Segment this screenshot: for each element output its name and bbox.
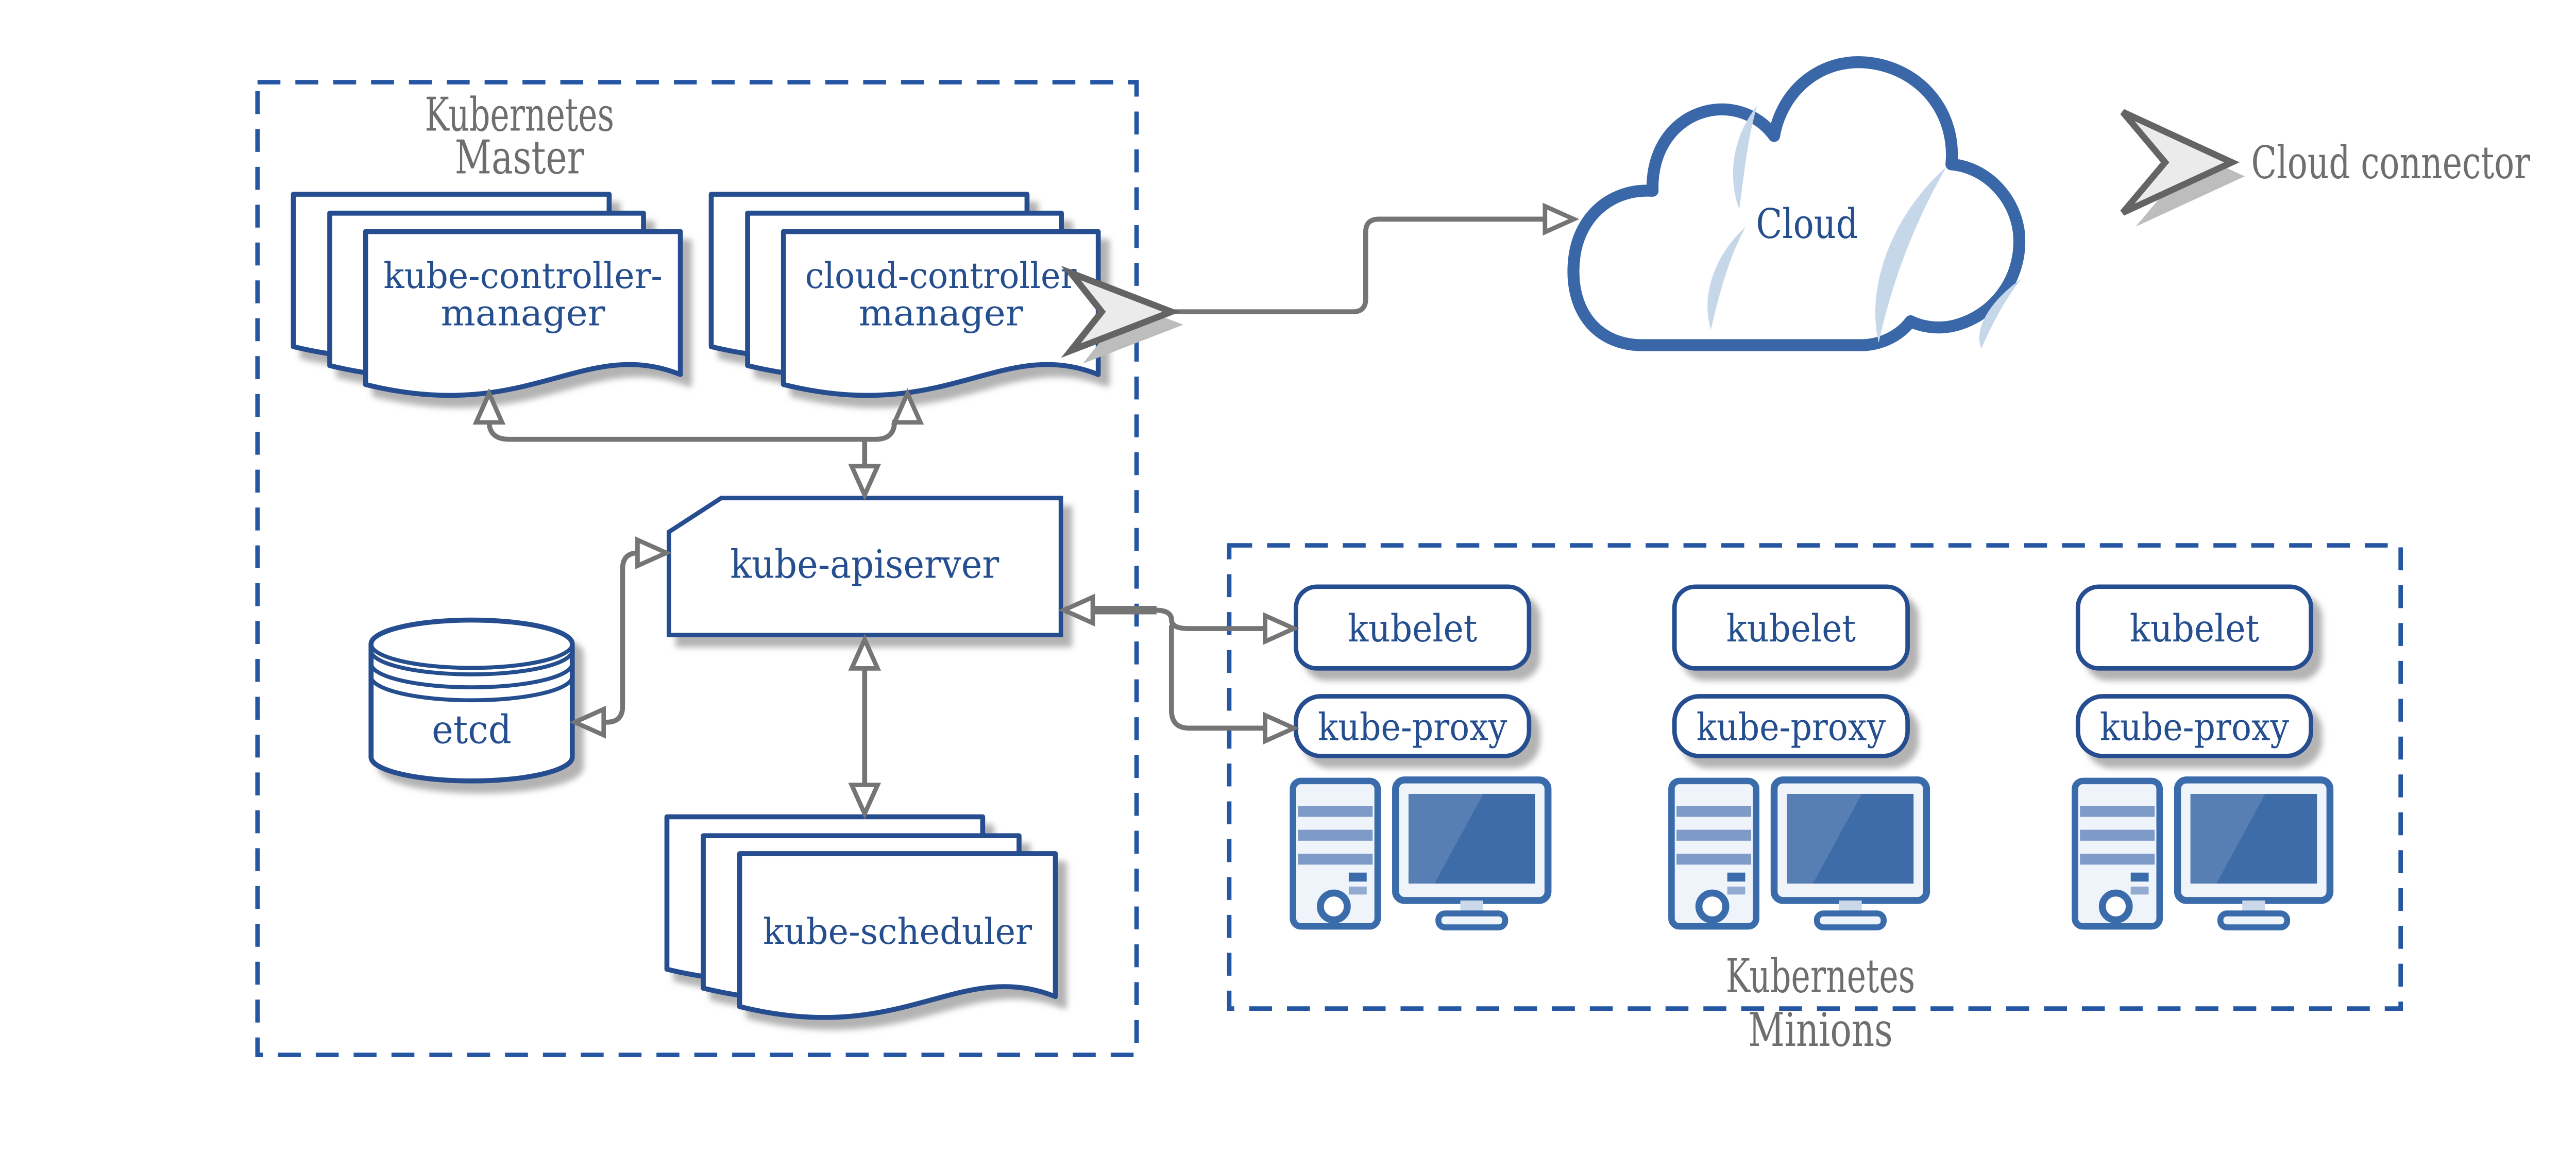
document-shape-front: [737, 851, 1058, 1020]
arrowhead-into-kube-proxy: [1263, 711, 1300, 745]
kube-proxy-label: kube-proxy: [1318, 706, 1507, 750]
apiserver-etcd-line: [601, 550, 641, 725]
arrowhead-into-etcd: [569, 705, 606, 739]
kubernetes-architecture-diagram: kube-controller- manager cloud-controlle…: [255, 56, 2531, 1057]
kubelet-box: [1672, 584, 1910, 671]
arrowhead-into-cloud-controller-manager: [891, 388, 924, 425]
cloud-controller-manager-label-line2: manager: [859, 292, 1024, 334]
kube-controller-manager-label-line1: kube-controller-: [383, 255, 662, 297]
arrowhead-into-apiserver-left: [635, 536, 672, 569]
arrowhead-into-apiserver-right: [1058, 594, 1095, 627]
cylinder-ring-2: [369, 663, 574, 689]
kube-controller-manager-stack: kube-controller- manager: [291, 192, 683, 398]
arrowhead-into-apiserver-bottom: [848, 634, 882, 671]
minion-node-3: kubelet kube-proxy: [2075, 584, 2330, 927]
cloud-highlight-3: [1875, 166, 1947, 343]
kube-proxy-label: kube-proxy: [2100, 706, 2290, 750]
cloud-highlight-4: [1979, 279, 2022, 349]
kubelet-label: kubelet: [1348, 607, 1477, 651]
etcd-label: etcd: [432, 707, 512, 752]
apiserver-card-shape: [666, 496, 1063, 637]
master-title-line1: Kubernetes: [425, 88, 614, 142]
kube-controller-manager-label-line2: manager: [441, 292, 606, 334]
minions-title-line1: Kubernetes: [1726, 950, 1915, 1004]
cloud-highlight-2: [1707, 226, 1746, 330]
controller-managers-bus-line: [486, 419, 897, 442]
cylinder-lid-line: [369, 643, 574, 670]
minions-boundary-box: [1227, 543, 2403, 1011]
kube-apiserver-label: kube-apiserver: [730, 541, 999, 587]
arrowhead-into-cloud: [1543, 202, 1580, 236]
cloud-label: Cloud: [1756, 200, 1858, 248]
kubelet-label: kubelet: [2130, 607, 2259, 651]
arrowhead-into-kube-controller-manager: [472, 388, 506, 425]
cloud-connector-legend-icon: [2120, 109, 2240, 216]
kube-apiserver-shape: kube-apiserver: [666, 496, 1063, 637]
document-shape-front: [781, 229, 1101, 398]
arrowhead-into-scheduler: [848, 783, 882, 820]
cloud-controller-manager-label-line1: cloud-controller: [805, 255, 1077, 297]
minions-title-line2: Minions: [1748, 1004, 1892, 1057]
kube-proxy-box: [2075, 694, 2314, 758]
kube-scheduler-label: kube-scheduler: [763, 911, 1032, 953]
legend: Cloud connector: [2120, 109, 2531, 227]
arrowheads: [472, 202, 1580, 820]
kube-scheduler-stack: kube-scheduler: [664, 814, 1058, 1020]
cloud-highlight-1: [1733, 105, 1757, 210]
kube-proxy-box: [1672, 694, 1910, 758]
cloud-connector-chevron-icon: [1061, 265, 1181, 358]
cloud-shape: Cloud: [1567, 56, 2026, 351]
document-shape-front: [363, 229, 683, 398]
computer-icon: [2075, 780, 2330, 927]
cloud-connector-line: [1168, 216, 1549, 315]
computer-icon: [1293, 780, 1548, 927]
cloud-outline: [1567, 56, 2026, 351]
etcd-cylinder: etcd: [368, 617, 575, 784]
arrowhead-into-kubelet: [1263, 612, 1300, 645]
kubelet-box: [2075, 584, 2314, 671]
legend-label: Cloud connector: [2251, 137, 2531, 189]
master-title-line2: Master: [455, 131, 584, 184]
master-boundary-box: [255, 80, 1139, 1057]
minion-node-1: kubelet kube-proxy: [1293, 584, 1548, 927]
cylinder-ring-1: [369, 650, 574, 676]
connector-lines: [486, 216, 1549, 789]
kubelet-label: kubelet: [1726, 607, 1856, 651]
arrowhead-into-apiserver-top: [848, 464, 882, 501]
kube-proxy-label: kube-proxy: [1697, 706, 1886, 750]
cylinder-ring-3: [369, 676, 574, 703]
cloud-controller-manager-stack: cloud-controller manager: [708, 192, 1101, 398]
apiserver-to-kube-proxy-line: [1168, 624, 1269, 731]
minion-node-2: kubelet kube-proxy: [1671, 584, 1926, 927]
kube-proxy-box: [1294, 694, 1532, 758]
apiserver-to-kubelet-line: [1152, 607, 1269, 631]
computer-icon: [1671, 780, 1926, 927]
